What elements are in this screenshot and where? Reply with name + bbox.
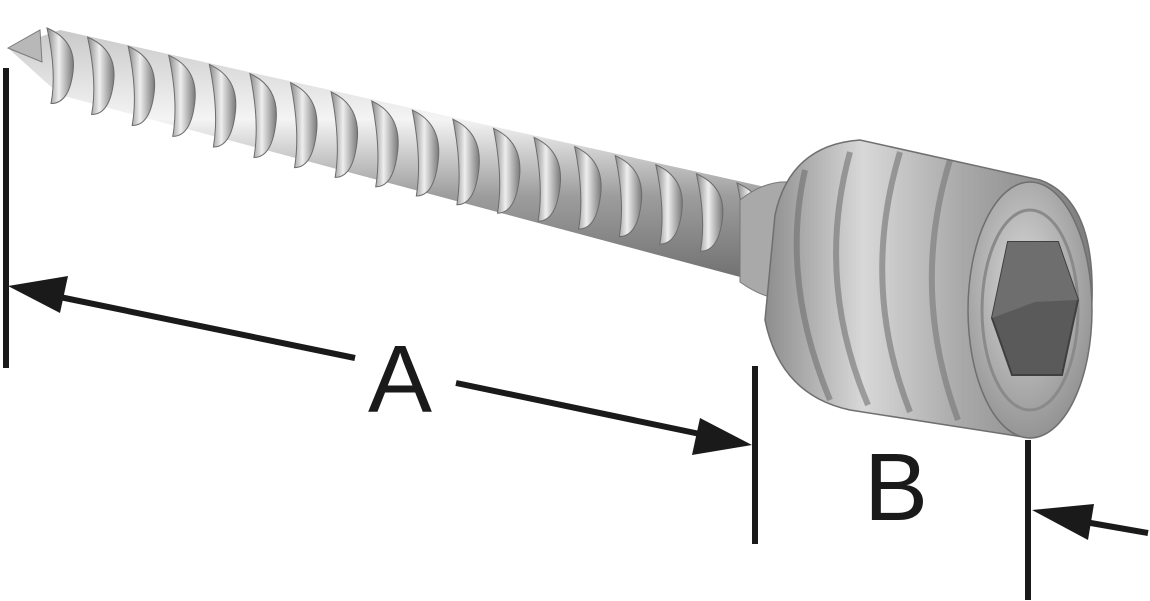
dimension-b-label: B bbox=[864, 434, 928, 541]
thread-crest bbox=[208, 63, 237, 148]
dimension-b-line bbox=[1084, 519, 1149, 536]
thread-crest bbox=[411, 109, 440, 197]
dimension-b-arrowhead bbox=[1032, 504, 1094, 540]
dimension-a: A bbox=[3, 68, 758, 544]
thread-crest bbox=[127, 45, 156, 127]
thread-crest bbox=[695, 173, 724, 252]
thread-crest bbox=[330, 90, 359, 178]
screw-threads bbox=[46, 27, 764, 260]
thread-crest bbox=[614, 154, 643, 238]
thread-crest bbox=[249, 72, 277, 158]
thread-crest bbox=[289, 81, 318, 169]
dimension-a-line-left bbox=[49, 292, 356, 361]
thread-crest bbox=[168, 54, 196, 137]
thread-crest bbox=[492, 127, 521, 214]
thread-crest bbox=[573, 145, 602, 230]
dimension-a-line-right bbox=[455, 380, 701, 437]
thread-crest bbox=[533, 136, 562, 222]
thread-crest bbox=[371, 100, 399, 188]
thread-crest bbox=[46, 27, 74, 105]
dimension-a-arrowhead-right bbox=[692, 418, 752, 455]
thread-crest bbox=[655, 163, 683, 245]
dimension-a-label: A bbox=[368, 326, 432, 433]
dimension-b: B bbox=[864, 434, 1149, 600]
thread-crest bbox=[86, 36, 115, 116]
thread-crest bbox=[452, 118, 480, 206]
dimension-a-arrowhead-left bbox=[8, 276, 68, 313]
